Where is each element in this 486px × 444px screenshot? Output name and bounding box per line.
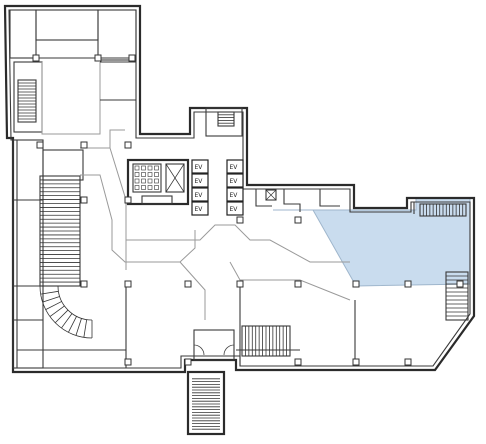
entrance-stair xyxy=(186,329,235,436)
highlighted-space[interactable] xyxy=(273,197,471,287)
column xyxy=(124,196,132,204)
column xyxy=(184,358,192,366)
spiral-tread xyxy=(61,313,73,329)
elevator-car xyxy=(191,201,209,216)
structural-columns xyxy=(32,54,464,366)
spiral-tread xyxy=(40,290,59,295)
east-stair xyxy=(419,203,469,321)
north-stair xyxy=(17,79,37,123)
column xyxy=(32,54,40,62)
column xyxy=(36,141,44,149)
west-wing-rooms xyxy=(12,139,84,369)
column xyxy=(236,280,244,288)
fixture xyxy=(141,185,146,190)
elevator-car xyxy=(191,173,209,188)
column xyxy=(184,280,192,288)
west-stair xyxy=(39,175,93,339)
fixture xyxy=(147,165,153,171)
column xyxy=(294,358,302,366)
column xyxy=(80,196,88,204)
inner-wall xyxy=(8,9,471,369)
fixture xyxy=(154,185,159,190)
elevator-car xyxy=(226,173,244,188)
elevator-label: EV xyxy=(230,192,239,199)
fixture xyxy=(134,172,140,177)
column xyxy=(80,280,88,288)
spiral-tread xyxy=(54,309,69,324)
elevator-car xyxy=(226,159,244,174)
south-stair xyxy=(241,325,291,357)
column xyxy=(352,358,360,366)
elevator-label: EV xyxy=(230,164,239,171)
corridors xyxy=(80,129,351,320)
fixture xyxy=(141,178,146,184)
fixture xyxy=(134,185,140,190)
outer-wall xyxy=(3,4,476,374)
south-rooms xyxy=(17,285,356,368)
north-wing-rooms xyxy=(9,9,137,135)
column xyxy=(124,141,132,149)
fixture xyxy=(147,185,153,190)
elevator-label: EV xyxy=(195,206,204,213)
column xyxy=(294,216,302,224)
column xyxy=(80,141,88,149)
fixture xyxy=(154,178,159,184)
fixture xyxy=(141,172,146,177)
spiral-tread xyxy=(42,296,60,303)
fixture xyxy=(147,172,153,177)
elevator-label: EV xyxy=(195,192,204,199)
spiral-tread xyxy=(68,316,77,333)
elevator-car xyxy=(226,187,244,202)
column xyxy=(94,54,102,62)
spiral-tread xyxy=(45,301,62,310)
elevator-label: EV xyxy=(195,164,204,171)
elevator-car xyxy=(191,187,209,202)
fixture xyxy=(134,165,140,171)
elevator-bank-right: EV EV EV EV xyxy=(226,159,244,216)
column xyxy=(456,280,464,288)
column xyxy=(128,54,136,62)
column xyxy=(236,216,244,224)
elevator-bank-left: EV EV EV EV xyxy=(191,159,209,216)
column xyxy=(124,358,132,366)
fixture xyxy=(134,178,140,184)
spiral-tread xyxy=(49,305,65,317)
elevator-car xyxy=(191,159,209,174)
column xyxy=(294,280,302,288)
spiral-tread xyxy=(75,318,82,336)
spiral-tread xyxy=(83,319,88,338)
fixture xyxy=(154,165,159,171)
core-services xyxy=(126,158,190,206)
column xyxy=(124,280,132,288)
fixture xyxy=(147,178,153,184)
column xyxy=(404,358,412,366)
elevator-car xyxy=(226,201,244,216)
column xyxy=(404,280,412,288)
fixture xyxy=(154,172,159,177)
elevator-label: EV xyxy=(230,178,239,185)
elevator-label: EV xyxy=(230,206,239,213)
north-shaft xyxy=(205,107,243,137)
east-wing-rooms xyxy=(255,189,415,214)
fixture xyxy=(141,165,146,171)
elevator-label: EV xyxy=(195,178,204,185)
column xyxy=(352,280,360,288)
